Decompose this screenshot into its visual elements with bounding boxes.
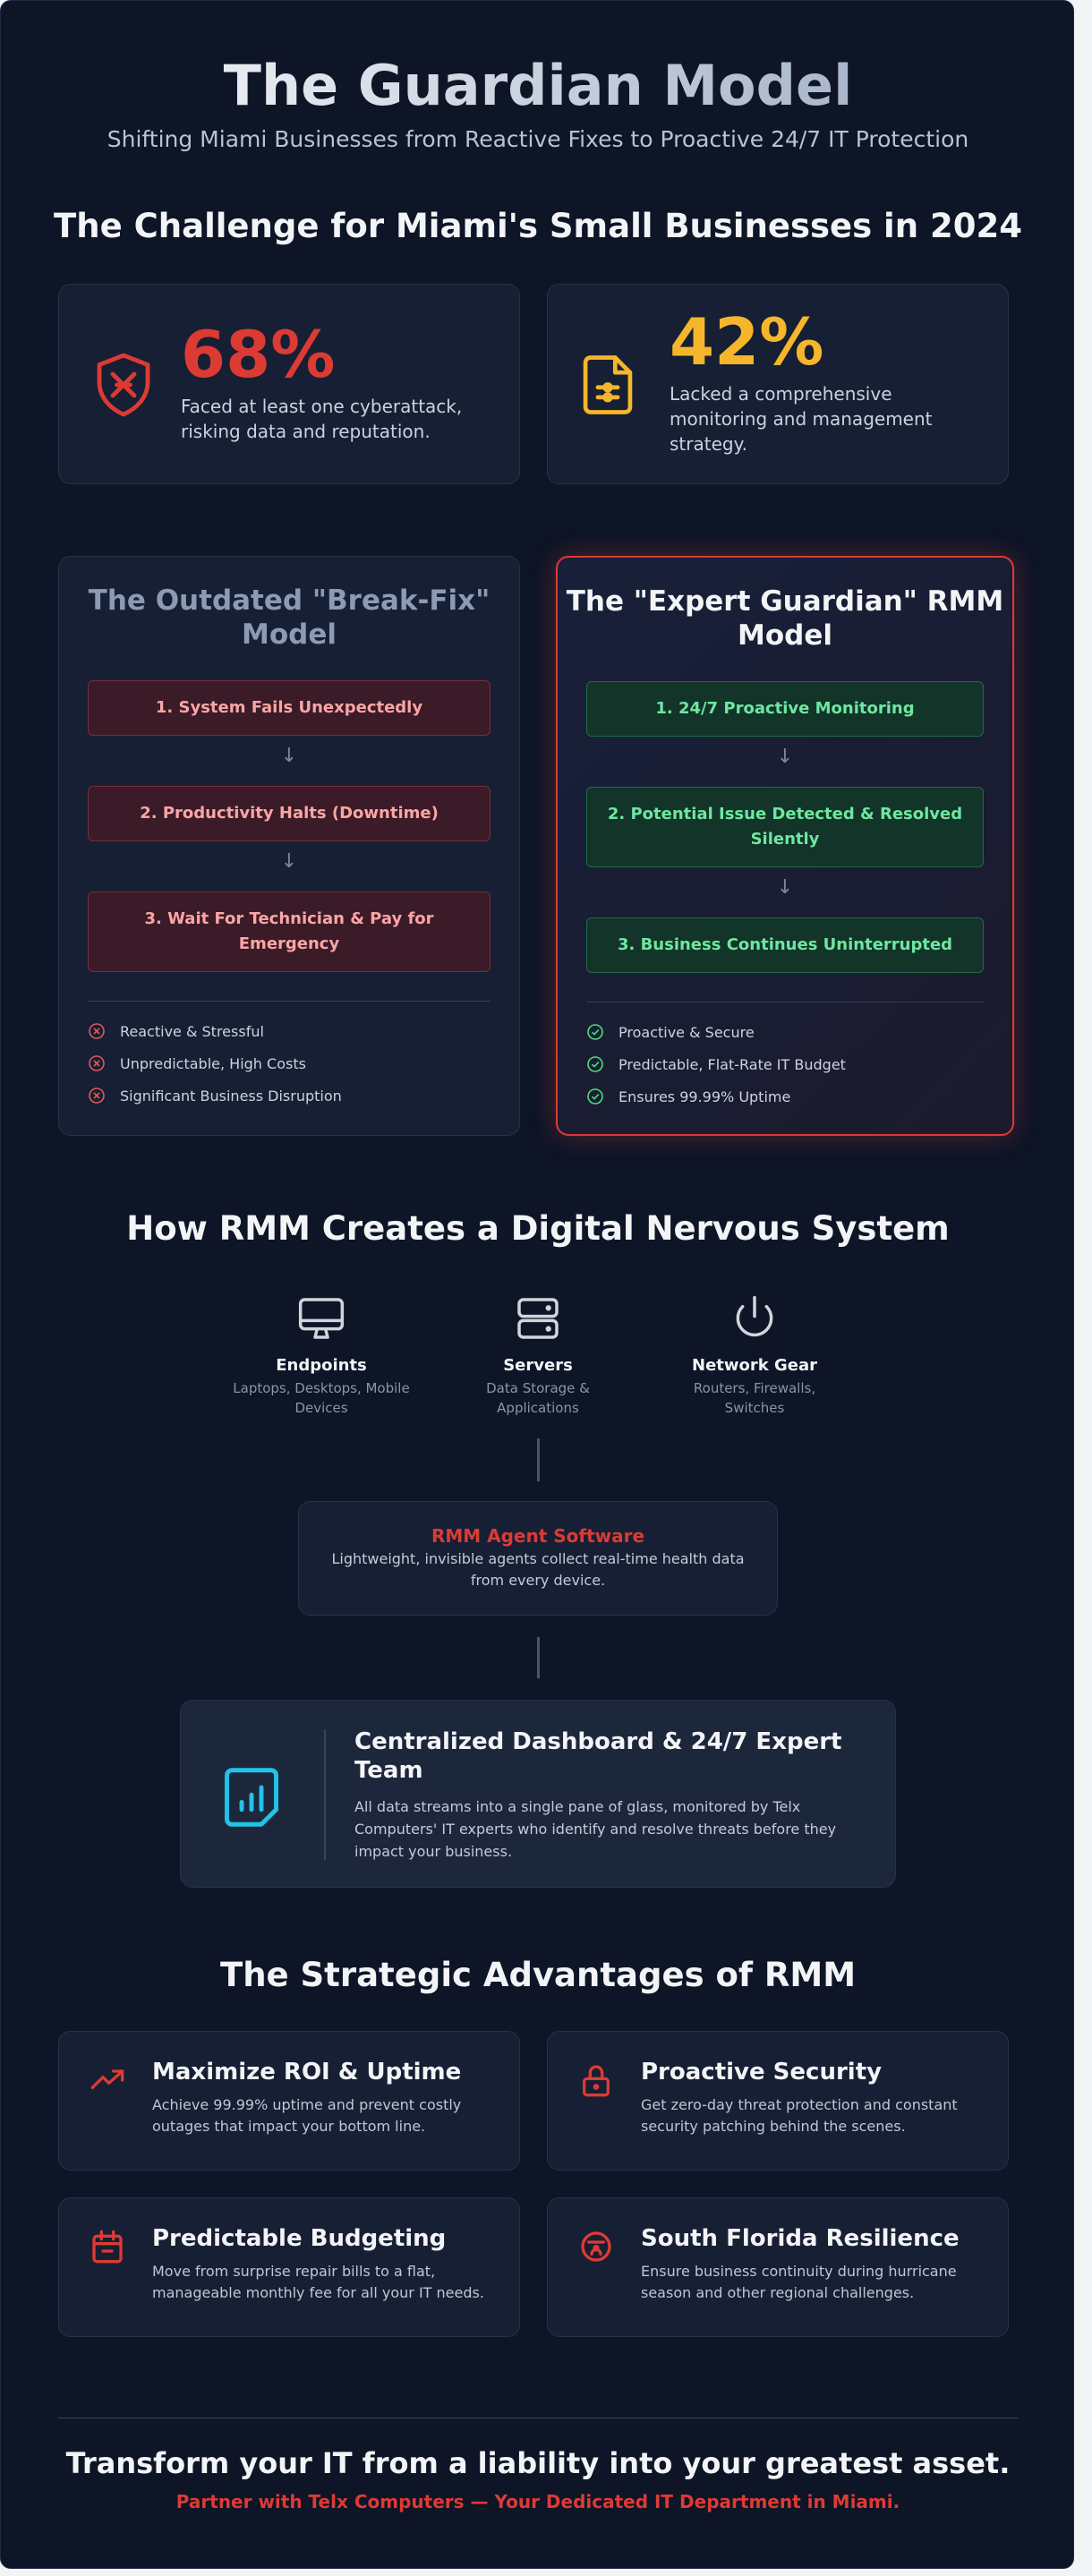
- rmm-agent-card: RMM Agent Software Lightweight, invisibl…: [298, 1501, 778, 1616]
- advantage-description: Ensure business continuity during hurric…: [641, 2263, 957, 2301]
- break-fix-point-label: Unpredictable, High Costs: [120, 1054, 306, 1072]
- break-fix-point: Reactive & Stressful: [88, 1022, 264, 1040]
- guardian-step: 2. Potential Issue Detected & Resolved S…: [586, 787, 984, 867]
- guardian-point: Ensures 99.99% Uptime: [586, 1088, 790, 1105]
- node-network-gear: Network Gear Routers, Firewalls, Switche…: [665, 1293, 844, 1418]
- rmm-agent-title: RMM Agent Software: [431, 1525, 645, 1547]
- stat-value: 42%: [670, 304, 824, 380]
- guardian-point: Proactive & Secure: [586, 1023, 755, 1041]
- guardian-step: 3. Business Continues Uninterrupted: [586, 917, 984, 973]
- divider: [88, 1001, 491, 1002]
- power-icon: [736, 1295, 773, 1337]
- stat-description: Lacked a comprehensive monitoring and ma…: [670, 383, 933, 455]
- break-fix-step: 3. Wait For Technician & Pay for Emergen…: [88, 891, 491, 972]
- page-subtitle: Shifting Miami Businesses from Reactive …: [107, 126, 969, 152]
- break-fix-point: Significant Business Disruption: [88, 1087, 342, 1105]
- connector-line: [537, 1637, 540, 1678]
- stat-description: Faced at least one cyberattack, risking …: [181, 396, 463, 442]
- stat-card-monitoring: 42% Lacked a comprehensive monitoring an…: [547, 284, 1009, 484]
- advantage-description: Get zero-day threat protection and const…: [641, 2096, 958, 2135]
- guardian-point-label: Ensures 99.99% Uptime: [619, 1088, 791, 1105]
- dashboard-chart-icon: [225, 1768, 278, 1827]
- node-label: Endpoints: [276, 1356, 367, 1375]
- node-sublabel: Routers, Firewalls, Switches: [693, 1380, 816, 1416]
- break-fix-step: 1. System Fails Unexpectedly: [88, 680, 491, 736]
- shield-cross-icon: [97, 353, 150, 417]
- guardian-point-label: Predictable, Flat-Rate IT Budget: [619, 1055, 846, 1073]
- dashboard-title: Centralized Dashboard & 24/7 Expert Team: [354, 1728, 842, 1784]
- guardian-point: Predictable, Flat-Rate IT Budget: [586, 1055, 846, 1073]
- server-icon: [517, 1298, 559, 1339]
- advantages-section-title: The Strategic Advantages of RMM: [219, 1956, 857, 1994]
- node-servers: Servers Data Storage & Applications: [448, 1293, 627, 1418]
- footer-subtitle: Partner with Telx Computers — Your Dedic…: [175, 2491, 900, 2512]
- advantage-description: Achieve 99.99% uptime and prevent costly…: [152, 2096, 462, 2135]
- check-circle-icon: [587, 1024, 603, 1040]
- lock-icon: [583, 2065, 610, 2097]
- break-fix-point-label: Significant Business Disruption: [120, 1087, 342, 1105]
- node-sublabel: Laptops, Desktops, Mobile Devices: [233, 1380, 410, 1416]
- dashboard-card: Centralized Dashboard & 24/7 Expert Team…: [180, 1700, 896, 1888]
- node-endpoints: Endpoints Laptops, Desktops, Mobile Devi…: [232, 1293, 411, 1418]
- dashboard-description: All data streams into a single pane of g…: [354, 1798, 837, 1860]
- trend-up-icon: [90, 2069, 124, 2089]
- stat-card-cyberattack: 68% Faced at least one cyberattack, risk…: [58, 284, 520, 484]
- monitor-icon: [298, 1298, 345, 1339]
- check-circle-icon: [587, 1088, 603, 1105]
- x-circle-icon: [89, 1055, 105, 1071]
- stat-value: 68%: [181, 317, 336, 392]
- advantage-card: Maximize ROI & Uptime Achieve 99.99% upt…: [58, 2031, 520, 2171]
- arrow-down-icon: ↓: [280, 850, 298, 873]
- document-icon: [583, 355, 633, 414]
- arrow-down-icon: ↓: [280, 745, 298, 767]
- break-fix-model-card: The Outdated "Break-Fix" Model 1. System…: [58, 556, 520, 1136]
- node-sublabel: Data Storage & Applications: [486, 1380, 590, 1416]
- node-label: Network Gear: [692, 1356, 817, 1375]
- calendar-icon: [92, 2230, 123, 2264]
- page-title: The Guardian Model: [1, 53, 1073, 118]
- challenge-section-title: The Challenge for Miami's Small Business…: [54, 207, 1022, 245]
- break-fix-point: Unpredictable, High Costs: [88, 1054, 306, 1072]
- x-circle-icon: [89, 1088, 105, 1104]
- dashboard-divider: [324, 1729, 326, 1860]
- node-label: Servers: [503, 1356, 573, 1375]
- arrow-down-icon: ↓: [776, 876, 794, 899]
- advantage-title: Proactive Security: [641, 2059, 883, 2086]
- connector-line: [537, 1438, 540, 1481]
- advantage-description: Move from surprise repair bills to a fla…: [152, 2263, 484, 2301]
- footer-title: Transform your IT from a liability into …: [65, 2446, 1011, 2480]
- rmm-agent-description: Lightweight, invisible agents collect re…: [331, 1550, 745, 1589]
- arrow-down-icon: ↓: [776, 746, 794, 768]
- check-circle-icon: [587, 1056, 603, 1072]
- x-circle-icon: [89, 1023, 105, 1039]
- advantage-card: Proactive Security Get zero-day threat p…: [547, 2031, 1009, 2171]
- guardian-point-label: Proactive & Secure: [619, 1023, 755, 1041]
- nervous-system-section-title: How RMM Creates a Digital Nervous System: [126, 1209, 950, 1248]
- break-fix-model-title: The Outdated "Break-Fix" Model: [88, 584, 491, 651]
- advantage-title: South Florida Resilience: [641, 2225, 960, 2252]
- guardian-step: 1. 24/7 Proactive Monitoring: [586, 681, 984, 737]
- break-fix-step: 2. Productivity Halts (Downtime): [88, 786, 491, 841]
- hurricane-icon: [581, 2231, 611, 2262]
- advantage-title: Predictable Budgeting: [152, 2225, 447, 2252]
- advantage-title: Maximize ROI & Uptime: [152, 2059, 462, 2086]
- expert-guardian-model-card: The "Expert Guardian" RMM Model 1. 24/7 …: [556, 556, 1014, 1136]
- expert-guardian-model-title: The "Expert Guardian" RMM Model: [566, 585, 1004, 652]
- break-fix-point-label: Reactive & Stressful: [120, 1022, 264, 1040]
- advantage-card: Predictable Budgeting Move from surprise…: [58, 2197, 520, 2337]
- advantage-card: South Florida Resilience Ensure business…: [547, 2197, 1009, 2337]
